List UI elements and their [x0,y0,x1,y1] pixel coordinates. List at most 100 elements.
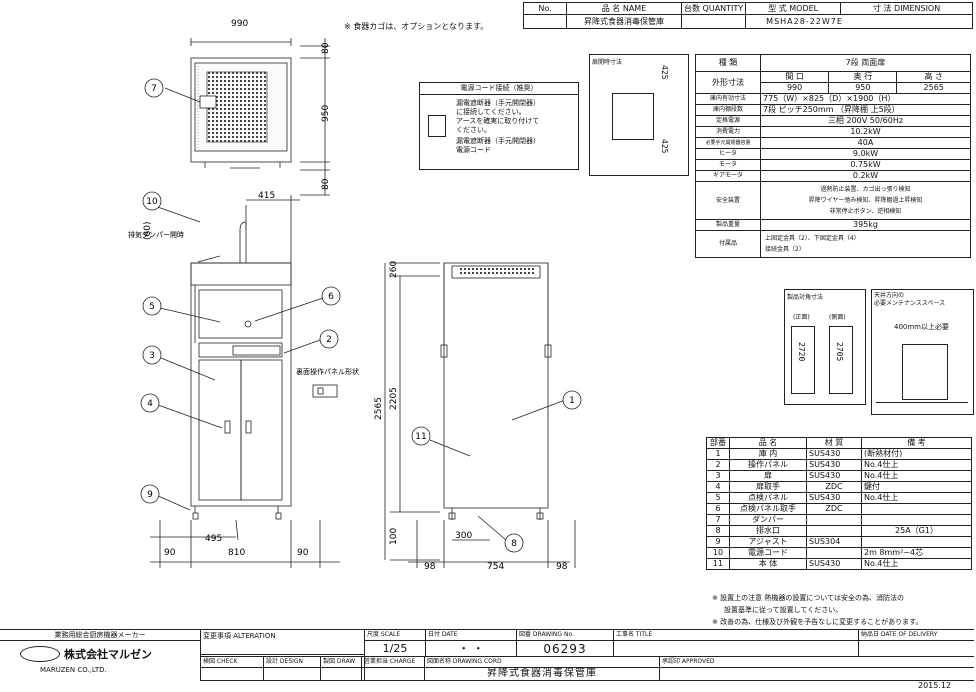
spec-col-d: 奥 行 [828,71,898,83]
door-dim-2: 425 [660,139,669,154]
power-line3: アースを確実に取り付けて [456,117,540,125]
notes: ※ 設置上の注意 熱機器の設置については安全の為、消防法の 設置基準に従って設置… [712,592,922,628]
spec-row-value: 9.0kW [760,148,971,160]
spec-col-h: 高 さ [896,71,971,83]
dimension-label: 寸 法 DIMENSION [840,2,973,15]
callout-1: 1 [569,396,575,406]
delivery-label: 納品日 DATE OF DELIVERY [858,630,974,641]
dim-top-a: 80 [321,42,331,54]
date-label: 日付 DATE [425,630,517,641]
spec-acc-label: 付属品 [695,230,761,258]
callout-5: 5 [149,302,155,312]
exhaust-label: 排気ダンパー開時 [128,230,184,239]
power-label-cord: 電源コード [456,146,491,154]
spec-row-value: 三相 200V 50/60Hz [760,115,971,127]
cord-label: 図面名称 DRAWING CORD [424,656,660,668]
draw-label: 製図 DRAW [320,656,362,668]
spec-row-label: 必要手元開閉器容量 [695,137,761,149]
dim-duct-offset: 415 [258,191,275,201]
spec-row-label: 定格電源 [695,115,761,127]
callout-6: 6 [328,292,334,302]
spec-col-w: 間 口 [759,71,830,83]
cord-value: 昇降式食器消毒保管庫 [424,667,660,681]
company-en: MARUZEN CO.,LTD. [40,666,107,674]
spec-acc-2: 接続金具（2） [765,246,805,253]
parts-header: 備 考 [861,437,972,449]
tilt-d2: 2705 [835,342,844,362]
door-open-box: 扉開時寸法 425 425 [589,54,689,176]
spec-row-label: 消費電力 [695,126,761,138]
job-label: 工事名 TITLE [613,630,859,641]
drawing-area: 7 10 5 6 2 3 4 9 1 11 8 990 80 950 80 41… [128,19,582,572]
parts-header: 品 名 [729,437,807,449]
spec-row-value: 40A [760,137,971,149]
callout-3: 3 [149,351,155,361]
spec-safety-label: 安全装置 [695,181,761,220]
model-value: MSHA28-22W7E [745,14,973,29]
dim-height-top: 260 [389,261,399,278]
dim-duct-height: (60) [143,222,153,240]
parts-header: 材 質 [806,437,862,449]
spec-acc-1: 上固定金具（2）、下固定金具（4） [765,235,860,242]
callout-10: 10 [146,197,158,207]
note-1b: 設置基準に従って設置してください。 [724,606,843,614]
dim-height-total: 2565 [374,397,384,420]
spec-row-label: 庫内有効寸法 [695,93,761,105]
dim-side-98b: 98 [556,562,568,572]
scale-label: 尺度 SCALE [364,630,426,641]
drawing-no-label: 図番 DRAWING No. [516,630,614,641]
spec-row-value: 0.75kW [760,159,971,171]
power-label-breaker: 漏電遮断器（手元開閉器） [456,137,540,145]
spec-val-w: 990 [759,82,830,94]
top-view-body [190,57,292,163]
door-box-body [612,93,654,140]
door-box-title: 扉開時寸法 [592,59,623,66]
callout-2: 2 [326,335,332,345]
maintenance-box: 天井方向の 必要メンテナンススペース 400mm以上必要 [871,289,974,415]
power-box-title: 電源コード接続（推奨） [420,83,578,95]
check-label: 検図 CHECK [200,656,264,668]
rear-panel-label: 裏面操作パネル形状 [296,367,359,376]
scale-value: 1/25 [364,640,426,657]
maker-caption: 業務用総合厨房機器メーカー [0,630,200,641]
tilt-box: 製品対角寸法 (正面) (側面) 2720 2705 [784,289,866,405]
dim-front-495: 495 [205,534,222,544]
tilt-d1: 2720 [797,342,806,362]
power-cord-box: 電源コード接続（推奨） 漏電遮断器（手元開閉器） に接続してください。 アースを… [419,82,579,170]
maint-space: 400mm以上必要 [894,323,949,331]
callout-11: 11 [415,432,426,442]
dim-height-base: 100 [389,528,399,545]
dim-height-body: 2205 [389,387,399,410]
design-label: 設計 DESIGN [263,656,321,668]
tilt-side: (側面) [829,314,846,321]
note-2: ※ 改善の為、仕様及び外観を予告なしに変更することがあります。 [712,618,923,626]
dim-front-left: 90 [164,548,176,558]
spec-table: 種 類 7段 両面扉 外形寸法 間 口 奥 行 高 さ 990 950 2565… [695,54,971,258]
callout-8: 8 [511,539,517,549]
note-1: ※ 設置上の注意 熱機器の設置については安全の為、消防法の [712,594,904,602]
date-value: ・ ・ [425,640,517,657]
maint-title-1: 天井方向の [874,292,905,299]
dim-side-300: 300 [455,531,472,541]
parts-header: 部番 [706,437,730,449]
spec-safety-1: 過熱防止装置、カゴ出っ張り検知 [820,186,911,193]
header-table: No. 品 名 NAME 台数 QUANTITY 型 式 MODEL 寸 法 D… [523,2,973,29]
maint-title-2: 必要メンテナンススペース [874,300,946,307]
spec-row-value: 7段 ピッチ250mm （昇降棚 上5段） [760,104,971,116]
dim-front-mid: 810 [228,548,245,558]
door-dim-1: 425 [660,65,669,80]
spec-kind-label: 種 類 [695,54,761,72]
spec-row-value: 0.2kW [760,170,971,182]
drawing-no: 06293 [516,640,614,657]
power-line2: に接続してください。 [456,108,526,116]
power-line4: ください。 [456,126,491,134]
power-line1: 漏電遮断器（手元開閉器） [456,99,540,107]
